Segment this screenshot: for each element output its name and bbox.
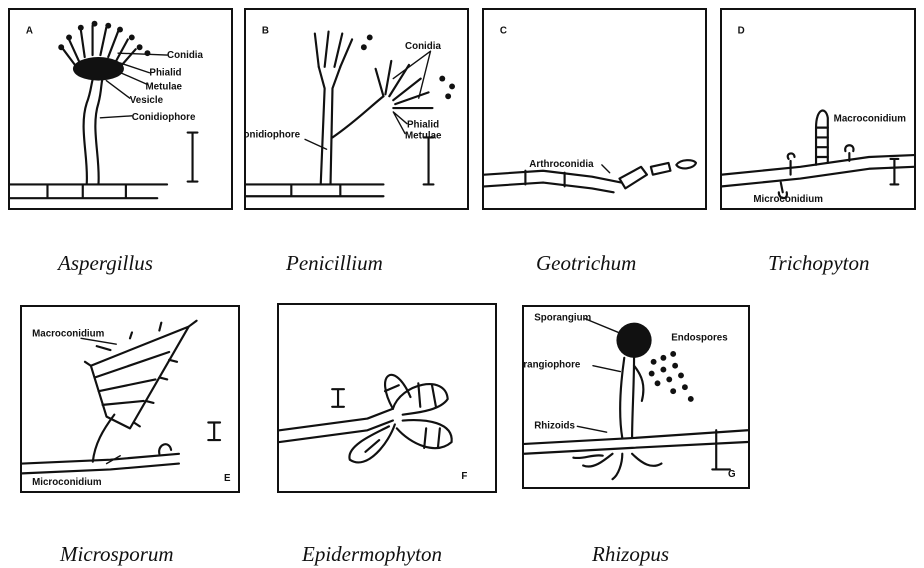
label-arthroconidia: Arthroconidia — [529, 159, 594, 170]
panel-rhizopus: G Sporangium Endospores Sporangiophore R… — [522, 305, 750, 489]
label-conidiophore: Conidiophore — [132, 112, 196, 123]
label-phialid: Phialid — [407, 120, 439, 131]
label-sporangiophore: Sporangiophore — [524, 360, 581, 371]
label-conidia: Conidia — [167, 50, 203, 61]
label-metulae: Metulae — [405, 130, 442, 141]
label-phialid: Phialid — [149, 68, 181, 79]
panel-letter: D — [738, 26, 745, 37]
caption-aspergillus: Aspergillus — [58, 251, 153, 276]
panel-aspergillus: A Conidia Phialid Metulae Vesicle Conidi… — [8, 8, 233, 210]
label-conidia: Conidia — [405, 41, 441, 52]
rhizopus-drawing: G Sporangium Endospores Sporangiophore R… — [524, 307, 748, 487]
caption-geotrichum: Geotrichum — [536, 251, 636, 276]
label-rhizoids: Rhizoids — [534, 420, 575, 431]
caption-trichopyton: Trichopyton — [768, 251, 870, 276]
label-macroconidium: Macroconidium — [834, 114, 907, 125]
aspergillus-drawing: A Conidia Phialid Metulae Vesicle Conidi… — [10, 10, 231, 208]
panel-letter: B — [262, 26, 269, 37]
label-microconidium: Microconidium — [32, 477, 102, 488]
panel-letter: G — [728, 469, 736, 480]
epidermophyton-drawing: F — [279, 305, 495, 491]
caption-penicillium: Penicillium — [286, 251, 383, 276]
panel-trichopyton: D Macroconidium Microconidium — [720, 8, 916, 210]
panel-epidermophyton: F — [277, 303, 497, 493]
label-conidiophore: Conidiophore — [246, 129, 301, 140]
panel-letter: F — [461, 471, 467, 482]
penicillium-drawing: B Conidia Conidiophore Phialid Metulae — [246, 10, 467, 208]
trichopyton-drawing: D Macroconidium Microconidium — [722, 10, 914, 208]
label-sporangium: Sporangium — [534, 313, 591, 324]
label-endospores: Endospores — [671, 332, 728, 343]
label-macroconidium: Macroconidium — [32, 328, 104, 339]
caption-rhizopus: Rhizopus — [592, 542, 669, 567]
panel-microsporum: E Macroconidium Microconidium — [20, 305, 240, 493]
microsporum-drawing: E Macroconidium Microconidium — [22, 307, 238, 491]
caption-epidermophyton: Epidermophyton — [302, 542, 442, 567]
label-vesicle: Vesicle — [130, 95, 164, 106]
panel-penicillium: B Conidia Conidiophore Phialid Metulae — [244, 8, 469, 210]
caption-microsporum: Microsporum — [60, 542, 174, 567]
label-microconidium: Microconidium — [753, 194, 823, 205]
label-metulae: Metulae — [145, 81, 182, 92]
panel-letter: A — [26, 26, 33, 37]
panel-geotrichum: C Arthroconidia — [482, 8, 707, 210]
panel-letter: C — [500, 26, 507, 37]
panel-letter: E — [224, 473, 231, 484]
geotrichum-drawing: C Arthroconidia — [484, 10, 705, 208]
